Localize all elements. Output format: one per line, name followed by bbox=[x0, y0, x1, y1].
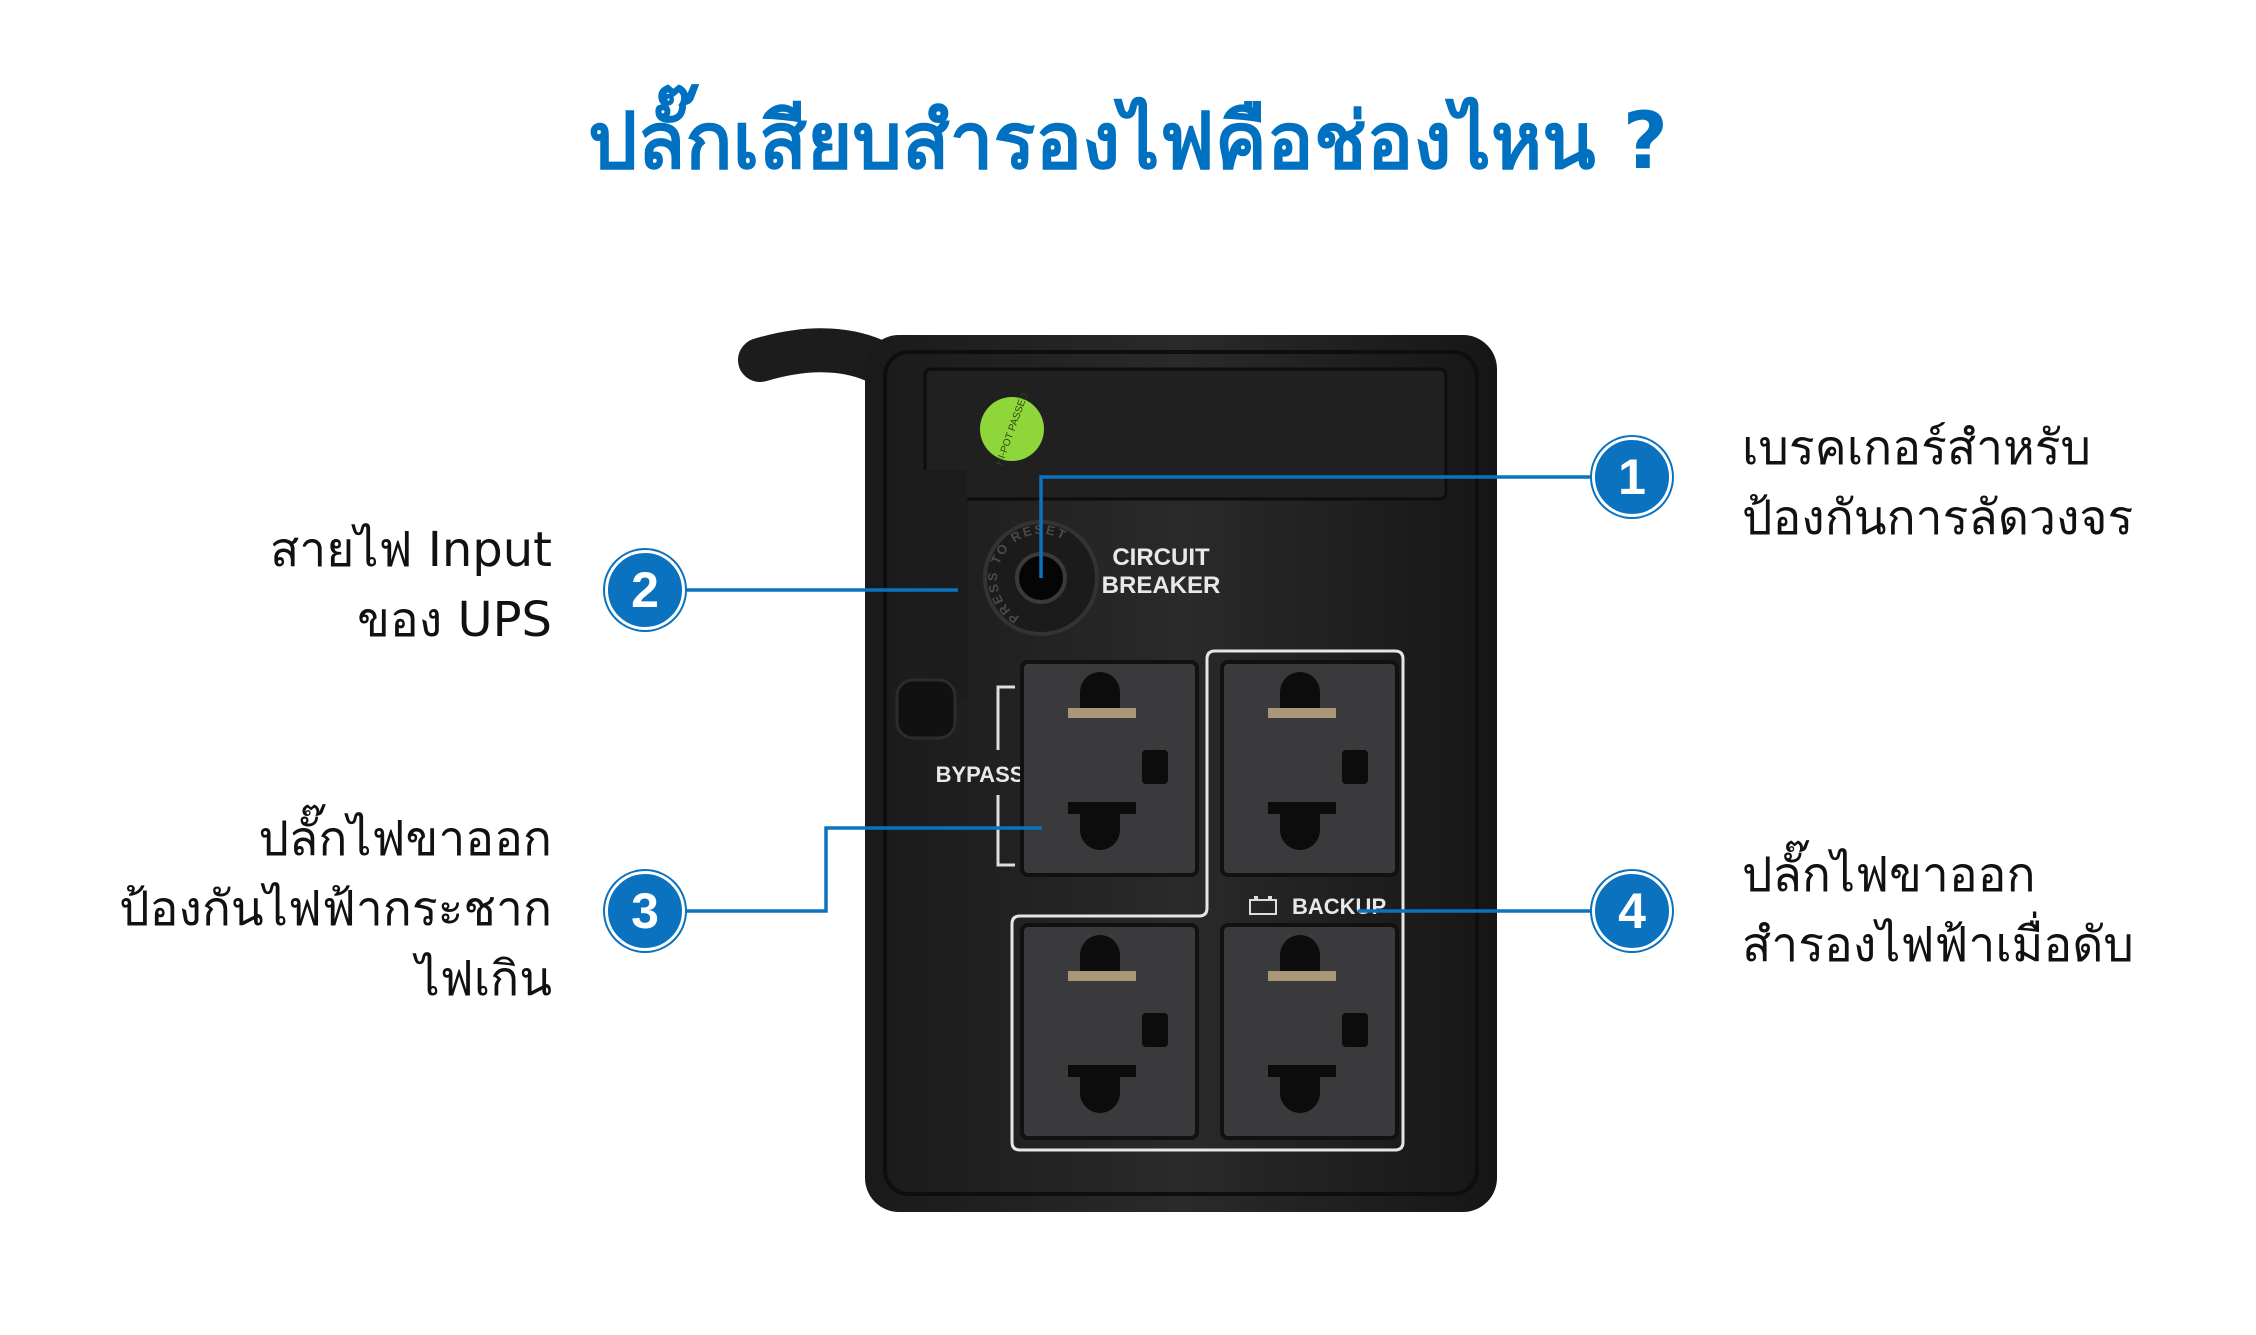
callout-4-line-1: ปลั๊กไฟขาออก bbox=[1742, 847, 2036, 903]
leader-line-1 bbox=[1039, 475, 1595, 578]
callout-4-line-2: สำรองไฟฟ้าเมื่อดับ bbox=[1742, 917, 2134, 973]
callout-text-2: สายไฟ Input ของ UPS bbox=[270, 515, 552, 655]
bypass-label: BYPASS bbox=[936, 762, 1025, 787]
callout-badge-3: 3 bbox=[605, 871, 685, 951]
backup-outline bbox=[1010, 649, 1405, 1152]
callout-text-1: เบรคเกอร์สำหรับ ป้องกันการลัดวงจร bbox=[1742, 413, 2133, 553]
backup-label: BACKUP bbox=[1292, 894, 1386, 919]
hi-pot-sticker bbox=[980, 397, 1044, 461]
bypass-outlet-1 bbox=[1020, 660, 1199, 877]
callout-badge-4: 4 bbox=[1592, 871, 1672, 951]
backup-outlet-2 bbox=[1020, 923, 1199, 1140]
battery-icon bbox=[1249, 896, 1277, 915]
callout-badge-1: 1 bbox=[1592, 437, 1672, 517]
callout-2-line-1: สายไฟ Input bbox=[269, 522, 552, 578]
callout-text-3: ปลั๊กไฟขาออก ป้องกันไฟฟ้ากระชาก ไฟเกิน bbox=[119, 804, 552, 1014]
bypass-bracket bbox=[996, 685, 1015, 867]
callout-3-line-1: ปลั๊กไฟขาออก bbox=[258, 811, 552, 867]
leader-line-3 bbox=[682, 826, 1042, 913]
cable-grommet bbox=[895, 678, 957, 740]
page-title: ปลั๊กเสียบสำรองไฟคือช่องไหน ? bbox=[588, 97, 1668, 187]
backup-outlet-3 bbox=[1220, 923, 1399, 1140]
callout-3-line-3: ไฟเกิน bbox=[415, 951, 552, 1007]
backup-outlet-1 bbox=[1220, 660, 1399, 877]
breaker-label-line1: CIRCUIT bbox=[1112, 544, 1210, 571]
callout-1-line-2: ป้องกันการลัดวงจร bbox=[1742, 490, 2134, 546]
breaker-label-line2: BREAKER bbox=[1102, 572, 1221, 599]
callout-2-line-2: ของ UPS bbox=[357, 592, 552, 648]
callout-3-line-2: ป้องกันไฟฟ้ากระชาก bbox=[119, 881, 552, 937]
top-panel bbox=[923, 367, 1448, 501]
callout-1-line-1: เบรคเกอร์สำหรับ bbox=[1742, 420, 2091, 476]
callout-text-4: ปลั๊กไฟขาออก สำรองไฟฟ้าเมื่อดับ bbox=[1742, 840, 2134, 980]
callout-badge-2: 2 bbox=[605, 550, 685, 630]
